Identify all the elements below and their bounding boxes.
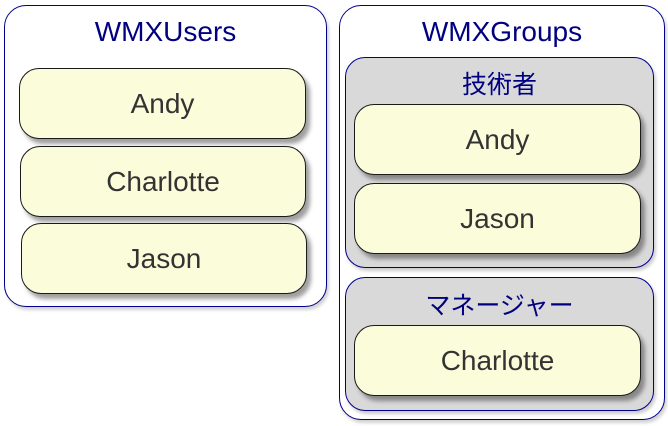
user-card-charlotte[interactable]: Charlotte: [20, 146, 306, 217]
user-card-andy[interactable]: Andy: [19, 68, 306, 139]
users-panel: WMXUsers Andy Charlotte Jason: [4, 5, 327, 307]
group-engineers-member-jason[interactable]: Jason: [354, 183, 641, 254]
groups-panel: WMXGroups 技術者 Andy Jason マネージャー Charlott…: [339, 5, 665, 420]
user-card-jason[interactable]: Jason: [21, 223, 307, 294]
group-engineers-title: 技術者: [461, 70, 537, 99]
group-managers-title: マネージャー: [425, 291, 574, 320]
users-panel-title: WMXUsers: [94, 16, 237, 47]
group-managers[interactable]: マネージャー Charlotte: [345, 277, 654, 411]
group-engineers[interactable]: 技術者 Andy Jason: [345, 57, 654, 268]
group-engineers-member-andy[interactable]: Andy: [354, 104, 641, 175]
groups-panel-title: WMXGroups: [421, 16, 583, 47]
group-managers-member-charlotte[interactable]: Charlotte: [354, 325, 641, 396]
